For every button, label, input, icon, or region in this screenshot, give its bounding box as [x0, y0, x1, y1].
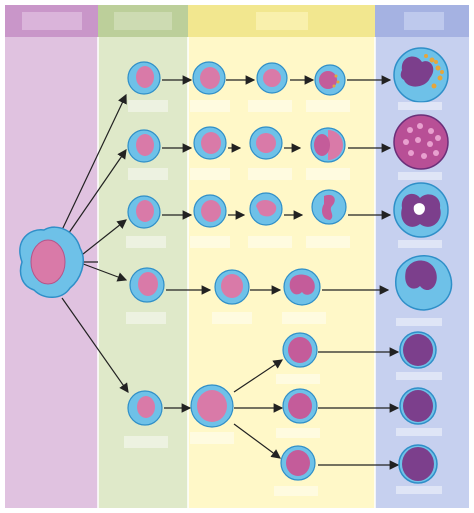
label-box — [398, 240, 442, 248]
label-box — [190, 100, 230, 112]
progenitor-cell-icon — [127, 195, 161, 229]
header-label-box-1 — [22, 12, 82, 30]
header-label-box-3 — [256, 12, 308, 30]
monocyte-icon — [395, 255, 453, 311]
precursor-cell-icon — [256, 62, 288, 94]
precursor-cell-icon — [193, 194, 227, 228]
precursor-cell-icon — [314, 64, 346, 96]
label-box — [276, 428, 320, 438]
label-box — [306, 168, 350, 180]
precursor-cell-icon — [282, 332, 318, 368]
progenitor-cell-icon — [127, 129, 161, 163]
lymphocyte-icon — [399, 387, 437, 425]
label-box — [248, 236, 292, 248]
precursor-cell-icon — [282, 388, 318, 424]
precursor-cell-icon — [190, 384, 234, 428]
precursor-cell-icon — [214, 269, 250, 305]
label-box — [396, 372, 442, 380]
label-box — [126, 312, 166, 324]
precursor-cell-icon — [311, 189, 347, 225]
label-box — [282, 312, 326, 324]
precursor-cell-icon — [192, 61, 226, 95]
precursor-cell-icon — [249, 126, 283, 160]
header-label-box-4 — [404, 12, 444, 30]
label-box — [306, 236, 350, 248]
column-headers — [5, 5, 469, 37]
label-box — [396, 428, 442, 436]
label-box — [126, 236, 166, 248]
precursor-cell-icon — [193, 126, 227, 160]
precursor-cell-icon — [280, 445, 316, 481]
eosinophil-icon — [393, 114, 449, 170]
basophil-icon — [393, 47, 449, 103]
progenitor-cell-icon — [127, 390, 163, 426]
label-box — [398, 102, 442, 110]
lymphocyte-icon — [398, 444, 438, 484]
label-box — [396, 318, 442, 326]
cells — [19, 47, 453, 484]
stem-cell-icon — [19, 226, 84, 298]
precursor-cell-icon — [249, 192, 283, 226]
progenitor-cell-icon — [129, 267, 165, 303]
label-box — [248, 100, 292, 112]
label-box — [276, 374, 320, 384]
header-label-box-2 — [114, 12, 172, 30]
label-box — [124, 436, 168, 448]
label-box — [128, 100, 168, 112]
label-box — [190, 432, 234, 444]
label-box — [190, 236, 230, 248]
label-box — [396, 486, 442, 494]
arrows — [61, 75, 400, 470]
neutrophil-icon — [393, 182, 449, 238]
progenitor-cell-icon — [127, 61, 161, 95]
label-boxes — [124, 100, 442, 496]
precursor-cell-icon — [310, 127, 346, 163]
label-box — [128, 168, 168, 180]
label-box — [306, 100, 350, 112]
precursor-cell-icon — [283, 268, 321, 306]
label-box — [274, 486, 318, 496]
label-box — [212, 312, 252, 324]
label-box — [190, 168, 230, 180]
label-box — [248, 168, 292, 180]
lymphocyte-icon — [399, 331, 437, 369]
label-box — [398, 172, 442, 180]
